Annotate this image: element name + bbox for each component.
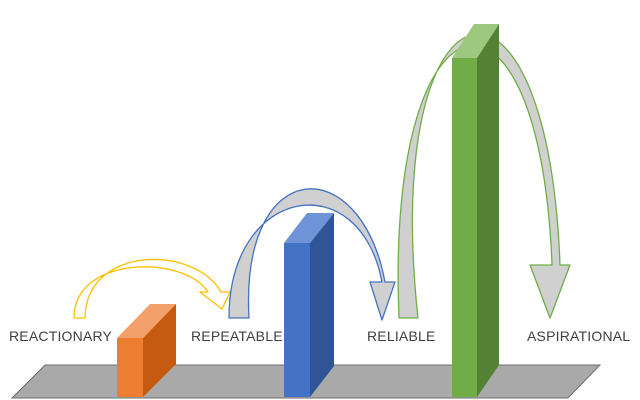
- block-reliable: [452, 24, 499, 397]
- stage-label-reliable: RELIABLE: [367, 328, 436, 344]
- block-repeatable: [284, 213, 334, 397]
- block-reactionary: [117, 304, 176, 397]
- arrow-reactionary-to-repeatable: [73, 258, 231, 319]
- stage-label-repeatable: REPEATABLE: [191, 328, 283, 344]
- arrow-reliable-to-aspirational: [397, 33, 571, 319]
- stage-label-aspirational: ASPIRATIONAL: [527, 328, 631, 344]
- arrow-repeatable-to-reliable: [228, 188, 396, 321]
- stage-label-reactionary: REACTIONARY: [9, 328, 113, 344]
